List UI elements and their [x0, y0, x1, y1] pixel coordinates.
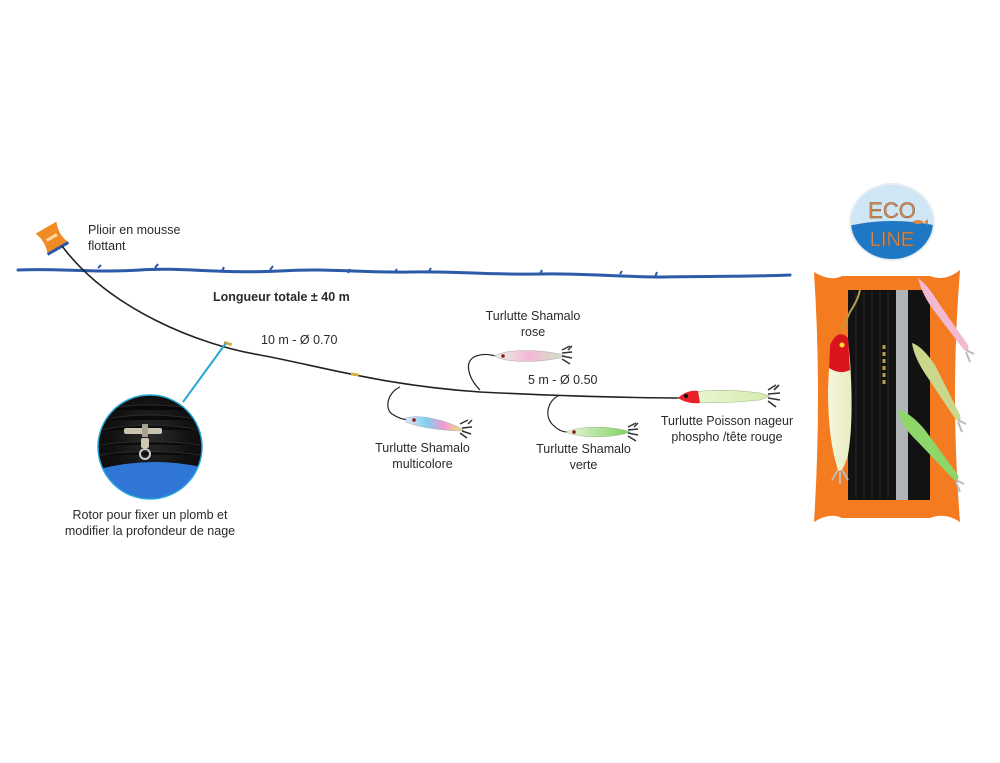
lure-rose-icon — [493, 345, 573, 365]
rotor-photo — [98, 395, 202, 499]
reel-product-photo — [814, 270, 975, 522]
main-line-spec: 10 m - Ø 0.70 — [261, 333, 338, 347]
eco-line-logo — [850, 184, 934, 260]
water-ripples — [97, 263, 658, 278]
lure-multi-label-line2: multicolore — [392, 457, 453, 471]
total-length-label: Longueur totale ± 40 m — [213, 290, 350, 304]
water-surface — [16, 267, 792, 279]
rotor-marker — [223, 340, 233, 347]
lure-poisson-icon — [677, 384, 781, 408]
lure-verte-icon — [565, 422, 639, 442]
lure-verte-label-line1: Turlutte Shamalo — [536, 442, 631, 456]
rotor-label-line1: Rotor pour fixer un plomb et — [72, 508, 228, 522]
float-label-line2: flottant — [88, 239, 126, 253]
branch-line-multi — [387, 386, 411, 421]
lure-rose-label-line1: Turlutte Shamalo — [485, 309, 581, 323]
lure-multi-icon — [405, 416, 473, 439]
rotor-photo-border — [97, 394, 203, 500]
float-label: Plioir en mousse flottant — [88, 222, 180, 254]
lure-verte-label: Turlutte Shamalo verte — [526, 441, 641, 473]
branch-line-rose — [467, 353, 497, 391]
rotor-label: Rotor pour fixer un plomb et modifier la… — [50, 507, 250, 539]
lure-poisson-label-line1: Turlutte Poisson nageur — [660, 414, 794, 428]
lure-verte-label-line2: verte — [569, 458, 598, 472]
logo-eco: ECO — [868, 198, 916, 223]
rotor-callout-connector — [182, 342, 227, 403]
lure-poisson-label-line2: phospho /tête rouge — [671, 430, 783, 444]
float-label-line1: Plioir en mousse — [88, 223, 181, 237]
lure-rose-label-line2: rose — [520, 325, 546, 339]
branch-line-verte — [547, 394, 569, 433]
logo-fish-icon — [912, 219, 928, 225]
lure-rose-label: Turlutte Shamalo rose — [478, 308, 588, 340]
main-line — [61, 245, 691, 399]
logo-line: LINE — [870, 229, 914, 251]
branch-line-spec: 5 m - Ø 0.50 — [528, 373, 598, 387]
lure-multi-label: Turlutte Shamalo multicolore — [365, 440, 480, 472]
rotor-marker — [350, 372, 360, 377]
foam-float-icon — [35, 221, 70, 256]
rotor-label-line2: modifier la profondeur de nage — [64, 524, 236, 538]
lure-multi-label-line1: Turlutte Shamalo — [375, 441, 470, 455]
lure-poisson-label: Turlutte Poisson nageur phospho /tête ro… — [652, 413, 802, 445]
